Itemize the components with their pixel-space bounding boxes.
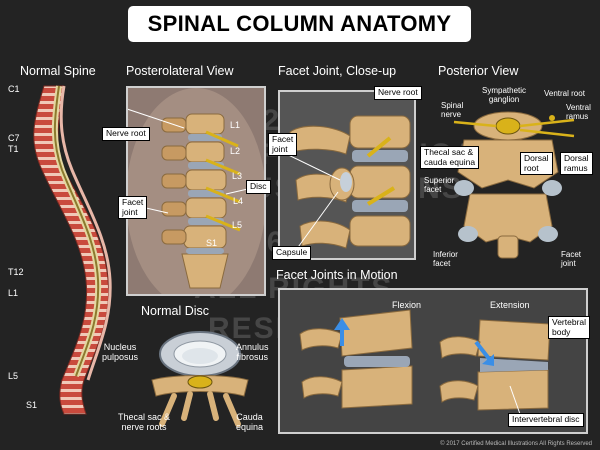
label-spinal-nerve: Spinal nerve (441, 101, 464, 119)
facet-closeup-panel (278, 90, 416, 260)
vertebra-label-l2: L2 (230, 146, 241, 156)
level-label-t12: T12 (8, 267, 24, 277)
label-nerve-root-closeup: Nerve root (374, 86, 422, 100)
posterior-view-illustration (424, 96, 596, 262)
label-facet-joint-closeup: Facet joint (268, 133, 298, 156)
label-ventral-root: Ventral root (544, 89, 585, 98)
label-ventral-ramus: Ventral ramus (566, 103, 591, 121)
label-dorsal-root: Dorsal root (520, 152, 553, 175)
section-title-posterolateral: Posterolateral View (126, 64, 234, 78)
section-title-posterior: Posterior View (438, 64, 519, 78)
section-title-facet-motion: Facet Joints in Motion (276, 268, 398, 282)
section-title-normal-spine: Normal Spine (20, 64, 96, 78)
label-facet-joint: Facet joint (118, 196, 148, 219)
label-annulus-fibrosus: Annulus fibrosus (236, 342, 269, 362)
label-sympathetic-ganglion: Sympathetic ganglion (482, 86, 527, 104)
copyright-notice: © 2017 Certified Medical Illustrations A… (440, 441, 592, 447)
label-facet-joint-posterior: Facet joint (561, 250, 582, 268)
label-capsule: Capsule (272, 246, 312, 260)
label-extension: Extension (490, 300, 530, 310)
vertebra-label-l1: L1 (230, 120, 241, 130)
label-thecal-sac-cauda-equina: Thecal sac & cauda equina (420, 146, 480, 169)
level-label-c7: C7 (8, 133, 20, 143)
label-dorsal-ramus: Dorsal ramus (560, 152, 593, 175)
label-nerve-root: Nerve root (102, 127, 150, 141)
vertebra-label-l3: L3 (232, 171, 243, 181)
section-title-facet-closeup: Facet Joint, Close-up (278, 64, 397, 78)
label-vertebral-body: Vertebral body (548, 316, 591, 339)
normal-spine-illustration (4, 80, 114, 420)
label-nucleus-pulposus: Nucleus pulposus (102, 342, 139, 362)
label-superior-facet: Superior facet (424, 176, 455, 194)
level-label-s1: S1 (26, 400, 38, 410)
facet-motion-panel (278, 288, 588, 434)
level-label-c1: C1 (8, 84, 20, 94)
page-title: SPINAL COLUMN ANATOMY (147, 11, 452, 36)
label-intervertebral-disc: Intervertebral disc (508, 413, 584, 427)
level-label-l1: L1 (8, 288, 19, 298)
label-inferior-facet: Inferior facet (433, 250, 458, 268)
level-label-t1: T1 (8, 144, 19, 154)
label-thecal-sac-nerve-roots: Thecal sac & nerve roots (118, 412, 171, 432)
title-box: SPINAL COLUMN ANATOMY (128, 6, 471, 42)
vertebra-label-s1: S1 (206, 238, 218, 248)
level-label-l5: L5 (8, 371, 19, 381)
label-cauda-equina: Cauda equina (236, 412, 264, 432)
posterolateral-view-panel (126, 86, 266, 296)
vertebra-label-l5: L5 (232, 220, 243, 230)
label-disc: Disc (246, 180, 271, 194)
vertebra-label-l4: L4 (233, 196, 244, 206)
label-flexion: Flexion (392, 300, 422, 310)
normal-disc-illustration (134, 320, 266, 430)
section-title-normal-disc: Normal Disc (141, 304, 210, 318)
